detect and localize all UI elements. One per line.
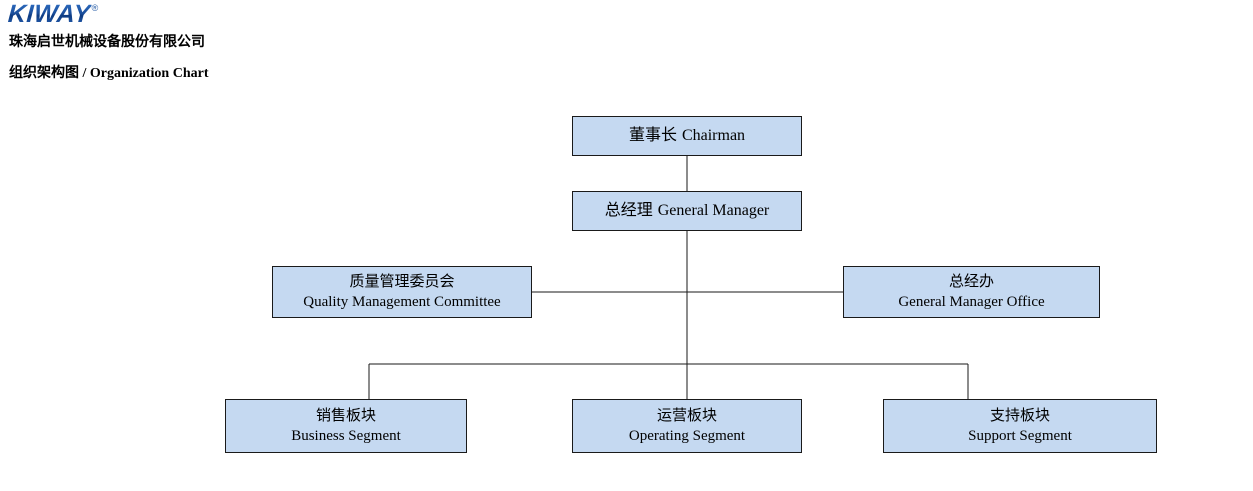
org-node-operating-segment-label-en: Operating Segment bbox=[628, 428, 746, 444]
org-node-support-segment[interactable]: 支持板块 Support Segment bbox=[883, 399, 1157, 453]
org-node-support-segment-label-en: Support Segment bbox=[968, 428, 1072, 444]
org-node-operating-segment-label-cn: 运营板块 bbox=[656, 407, 717, 424]
org-node-quality-management-committee-label-en: Quality Management Committee bbox=[303, 294, 501, 310]
company-name: 珠海启世机械设备股份有限公司 bbox=[9, 33, 205, 49]
org-node-quality-management-committee-label-cn: 质量管理委员会 bbox=[349, 273, 455, 290]
registered-trademark-icon: ® bbox=[91, 3, 99, 13]
org-node-general-manager-office[interactable]: 总经办 General Manager Office bbox=[843, 266, 1100, 318]
org-node-general-manager-office-label-cn: 总经办 bbox=[948, 273, 994, 290]
org-node-chairman-label-cn: 董事长 bbox=[628, 127, 677, 144]
org-node-chairman[interactable]: 董事长 Chairman bbox=[572, 116, 802, 156]
page-title-separator: / bbox=[79, 66, 90, 81]
org-node-general-manager-label-cn: 总经理 bbox=[604, 202, 653, 219]
page-title: 组织架构图 / Organization Chart bbox=[9, 63, 209, 83]
org-node-chairman-label-en: Chairman bbox=[681, 127, 746, 144]
org-node-business-segment[interactable]: 销售板块 Business Segment bbox=[225, 399, 467, 453]
org-node-operating-segment[interactable]: 运营板块 Operating Segment bbox=[572, 399, 802, 453]
org-node-quality-management-committee[interactable]: 质量管理委员会 Quality Management Committee bbox=[272, 266, 532, 318]
org-node-business-segment-label-cn: 销售板块 bbox=[315, 407, 376, 424]
org-node-general-manager-label-en: General Manager bbox=[657, 202, 770, 219]
org-node-support-segment-label-cn: 支持板块 bbox=[989, 407, 1050, 424]
org-node-general-manager[interactable]: 总经理 General Manager bbox=[572, 191, 802, 231]
page-title-cn: 组织架构图 bbox=[9, 64, 79, 80]
kiway-logo: KIWAY ® bbox=[7, 0, 99, 28]
org-node-business-segment-label-en: Business Segment bbox=[291, 428, 401, 444]
org-node-general-manager-office-label-en: General Manager Office bbox=[898, 294, 1045, 310]
page-title-en: Organization Chart bbox=[89, 66, 209, 81]
